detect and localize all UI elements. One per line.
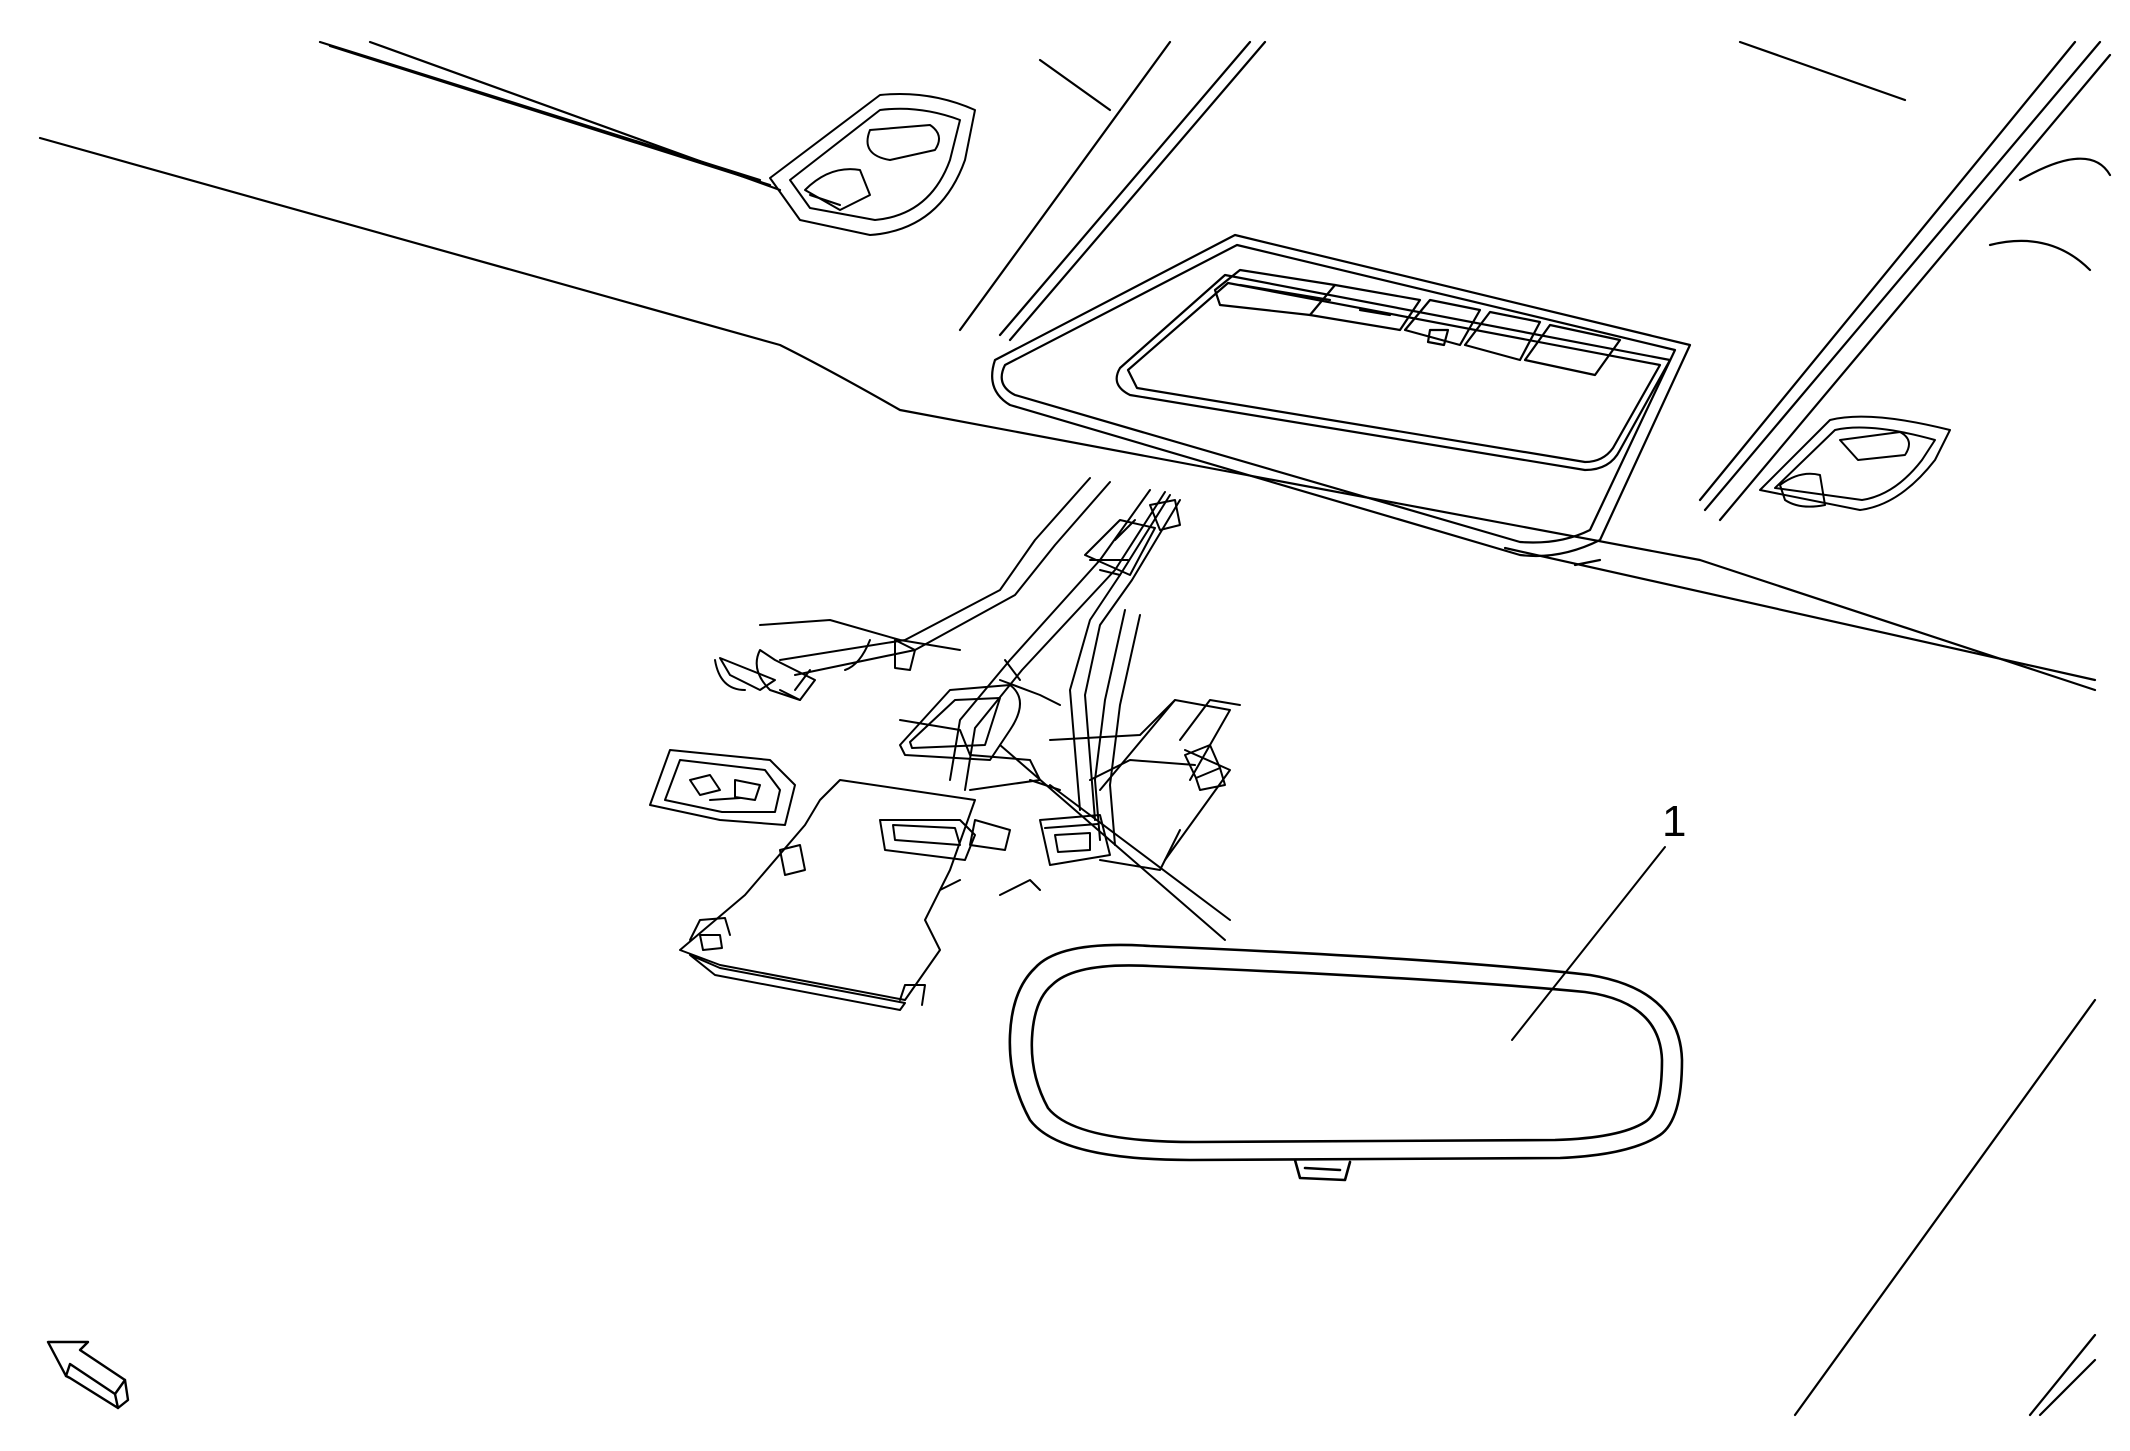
retaining-clip [649, 749, 796, 826]
callout-number-1: 1 [1662, 797, 1687, 846]
right-assist-handle [1759, 415, 1951, 511]
leader-lines [999, 744, 1666, 1041]
overhead-console [991, 233, 1692, 558]
inside-rearview-mirror [1008, 943, 1684, 1182]
harness-end-clip [1184, 744, 1226, 791]
left-assist-handle [769, 93, 976, 236]
mounting-bracket [679, 659, 1241, 1011]
front-of-vehicle-arrow-icon [46, 1340, 130, 1410]
wiring-harness [714, 477, 1181, 846]
headliner [38, 40, 2112, 1417]
sensor-module [879, 684, 1111, 896]
